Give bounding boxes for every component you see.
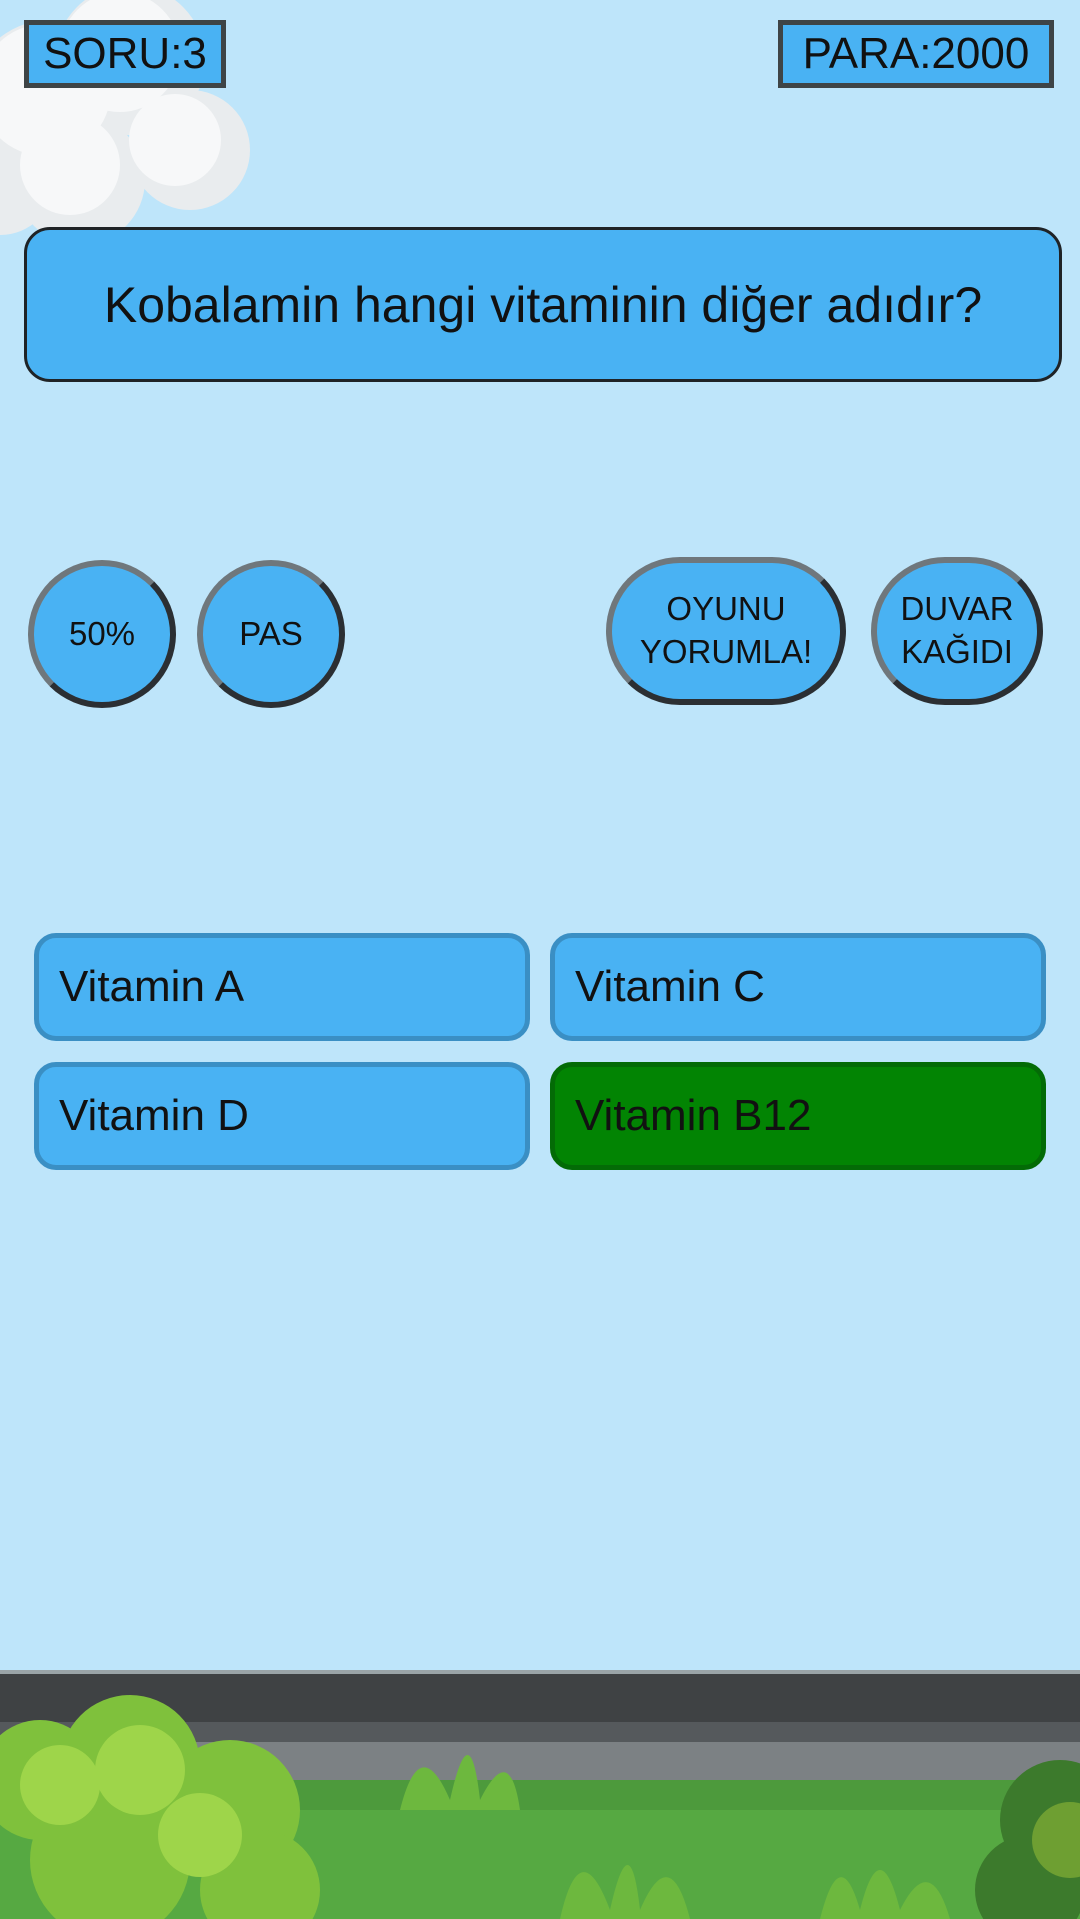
answer-label: Vitamin B12 (575, 1091, 812, 1140)
answer-label: Vitamin C (575, 962, 765, 1011)
question-number-badge: SORU:3 (24, 20, 226, 88)
answer-button-c[interactable]: Vitamin D (34, 1062, 530, 1170)
rate-game-label-line2: YORUMLA! (639, 633, 813, 670)
money-text: PARA:2000 (802, 29, 1030, 78)
answer-label: Vitamin D (59, 1091, 249, 1140)
wallpaper-label-line2: KAĞIDI (901, 633, 1013, 670)
rate-game-button[interactable]: OYUNU YORUMLA! (606, 557, 846, 705)
answer-label: Vitamin A (59, 962, 245, 1011)
answer-button-b[interactable]: Vitamin C (550, 933, 1046, 1041)
wallpaper-button[interactable]: DUVAR KAĞIDI (871, 557, 1043, 705)
fifty-fifty-label: 50% (68, 614, 136, 652)
money-badge: PARA:2000 (778, 20, 1054, 88)
fifty-fifty-button[interactable]: 50% (28, 560, 176, 708)
pass-label: PAS (239, 614, 303, 652)
ground-scenery (0, 1670, 1080, 1919)
question-box: Kobalamin hangi vitaminin diğer adıdır? (24, 227, 1062, 382)
question-number-text: SORU:3 (43, 29, 207, 78)
rate-game-label: OYUNU YORUMLA! (640, 588, 812, 674)
wallpaper-label-line1: DUVAR (900, 590, 1014, 628)
answer-button-a[interactable]: Vitamin A (34, 933, 530, 1041)
question-text: Kobalamin hangi vitaminin diğer adıdır? (103, 276, 983, 333)
answer-button-d-correct[interactable]: Vitamin B12 (550, 1062, 1046, 1170)
pass-button[interactable]: PAS (197, 560, 345, 708)
wallpaper-label: DUVAR KAĞIDI (900, 588, 1013, 674)
rate-game-label-line1: OYUNU (666, 590, 786, 628)
